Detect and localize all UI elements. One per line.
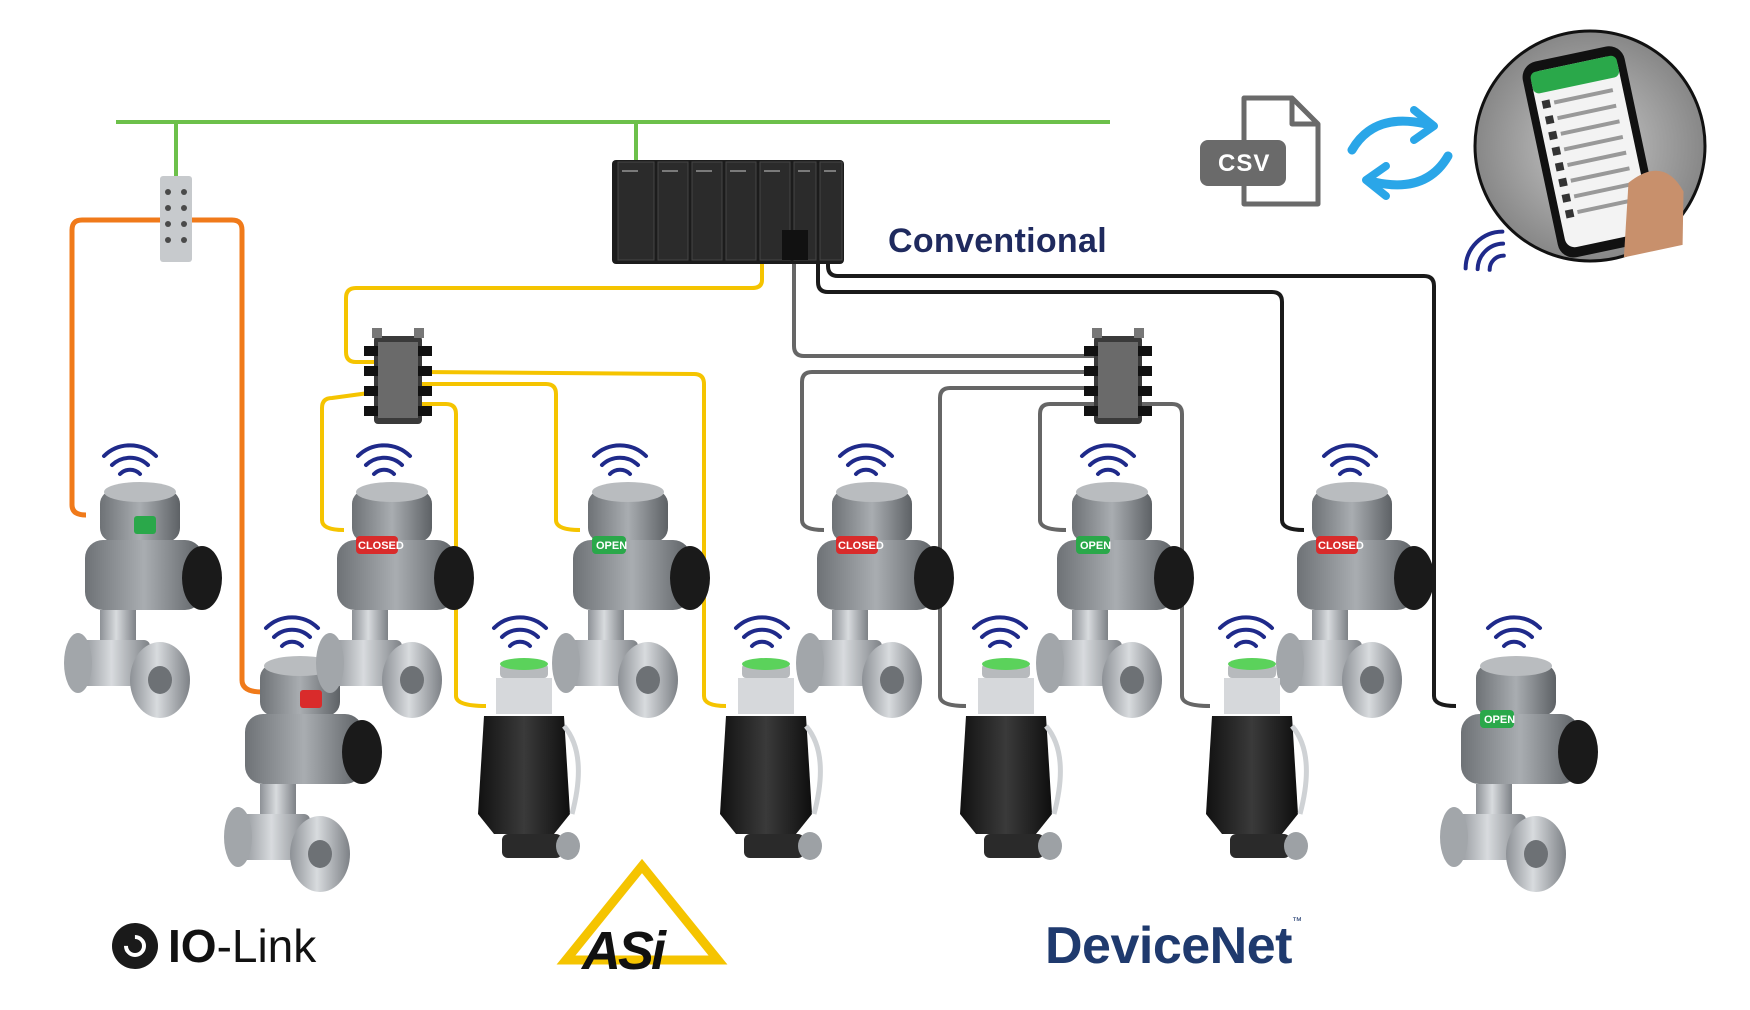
flag-open-2: OPEN: [1080, 540, 1111, 552]
iolink-logo: IO-Link: [112, 918, 316, 974]
plc-rack-icon: [612, 160, 844, 264]
flag-closed-3: CLOSED: [1318, 540, 1364, 552]
asi-logo-text: ASi: [582, 921, 666, 981]
csv-label: CSV: [1218, 150, 1271, 177]
sync-arrows-icon: [1347, 106, 1453, 200]
status-flags: CLOSED OPEN CLOSED OPEN CLOSED OPEN: [134, 516, 1515, 728]
devicenet-valve-1: [796, 482, 954, 718]
asi-logo: [556, 858, 728, 965]
devicenet-splitter-icon: [1084, 328, 1152, 424]
valve-devices: [64, 482, 1598, 892]
devicenet-logo: DeviceNet™: [1045, 916, 1302, 976]
asi-valve-1: [316, 482, 474, 718]
conventional-valve-1: [1276, 482, 1434, 718]
devicenet-cabling: [792, 258, 1211, 708]
iolink-master-icon: [160, 176, 192, 262]
iolink-logo-bold: IO: [168, 920, 217, 972]
conventional-cabling: [816, 248, 1457, 708]
iolink-logo-rest: -Link: [216, 920, 317, 972]
phone-wireless-icon: [1458, 224, 1515, 281]
csv-file-icon: [1200, 95, 1321, 207]
conventional-valve-2: [1440, 656, 1598, 892]
ethernet-backbone: [116, 120, 1110, 178]
conventional-label: Conventional: [888, 222, 1107, 260]
devicenet-trademark: ™: [1291, 916, 1302, 927]
devicenet-logo-text: DeviceNet: [1045, 917, 1292, 975]
smartphone-icon: [1473, 29, 1707, 263]
flag-open-1: OPEN: [596, 540, 627, 552]
asi-valve-2: [552, 482, 710, 718]
flag-open-3: OPEN: [1484, 714, 1515, 726]
asi-cabling: [320, 248, 764, 708]
iolink-cabling: [69, 217, 263, 695]
asi-splitter-icon: [364, 328, 432, 424]
flag-closed-2: CLOSED: [838, 540, 884, 552]
devicenet-valve-2: [1036, 482, 1194, 718]
flag-closed-1: CLOSED: [358, 540, 404, 552]
iolink-logo-icon: [112, 923, 158, 969]
